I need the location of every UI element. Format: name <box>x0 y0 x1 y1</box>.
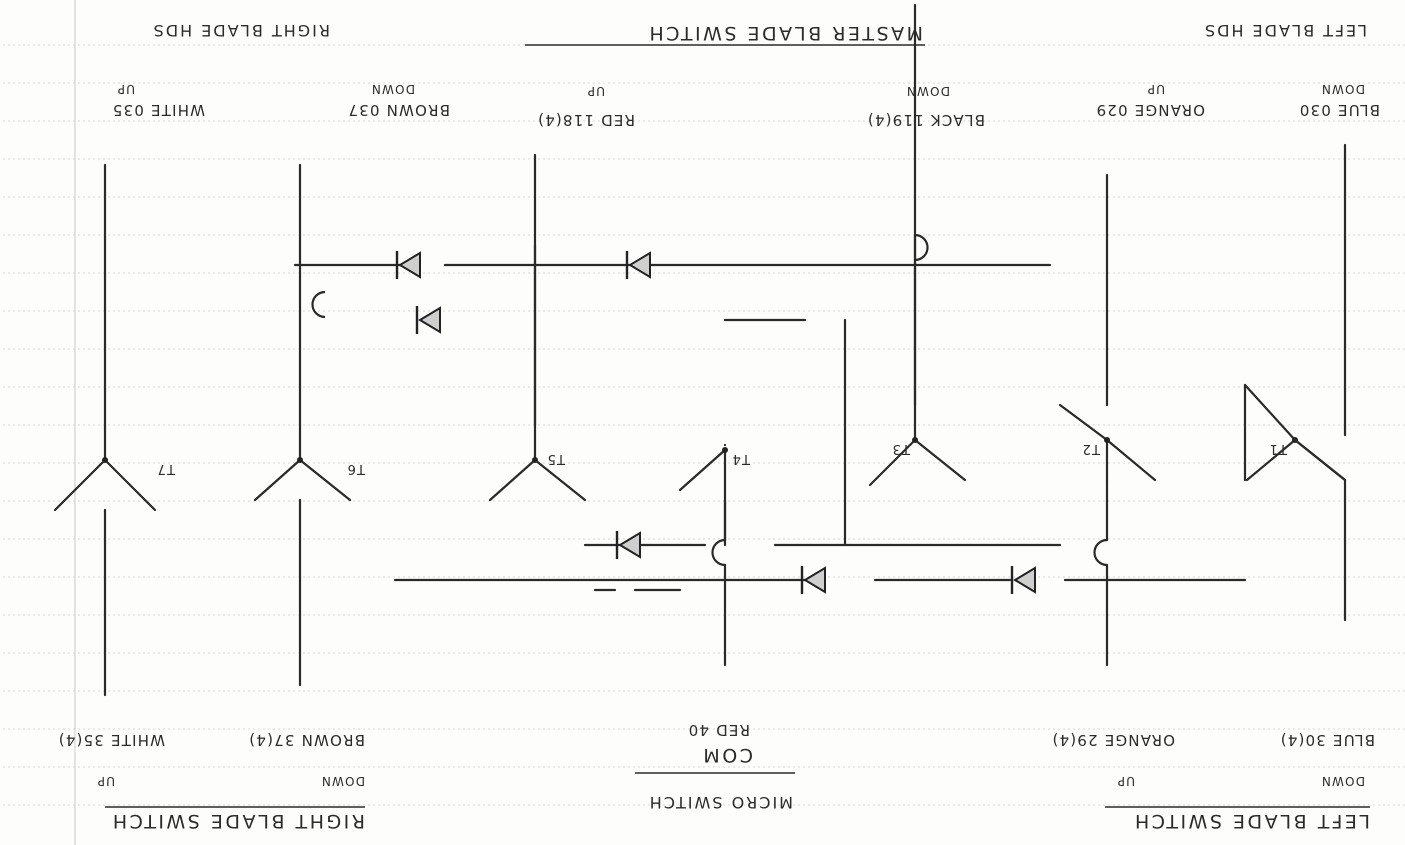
t2-arms <box>1058 403 1157 482</box>
diode-3 <box>615 531 641 559</box>
diode-2 <box>800 566 826 594</box>
wire-t1-blue <box>1293 438 1347 482</box>
bottom-up-1: UP <box>1147 82 1165 96</box>
micro-switch-title: MICRO SWITCH <box>648 793 793 812</box>
micro-switch-header: MICRO SWITCH COM RED 40 <box>635 721 795 812</box>
t1-arms <box>1243 383 1347 482</box>
left-down-label: DOWN <box>1321 774 1365 788</box>
right-down-label: DOWN <box>321 774 365 788</box>
diode-1 <box>1010 566 1036 594</box>
right-blade-switch-title: RIGHT BLADE SWITCH <box>110 810 365 832</box>
right-blade-switch-header: RIGHT BLADE SWITCH DOWN UP BROWN 37(4) W… <box>58 731 365 832</box>
left-blade-hds-title: LEFT BLADE HDS <box>1203 21 1367 40</box>
t5-arms <box>488 243 587 502</box>
terminal-t3: T3 <box>891 441 911 456</box>
bottom-up-3: UP <box>117 82 135 96</box>
left-blade-switch-title: LEFT BLADE SWITCH <box>1132 810 1370 832</box>
t4-arms <box>678 448 727 547</box>
terminal-labels: T1 T2 T3 T4 T5 T6 T7 <box>156 441 1288 476</box>
hop-3 <box>914 233 929 262</box>
t6-arms <box>253 383 352 502</box>
left-blade-switch-header: LEFT BLADE SWITCH DOWN UP BLUE 30(4) ORA… <box>1051 731 1375 832</box>
right-blade-hds-title: RIGHT BLADE HDS <box>152 21 330 40</box>
diode-6 <box>395 251 421 279</box>
terminal-t7: T7 <box>156 461 176 476</box>
hop-2 <box>711 538 726 567</box>
wire-brown-label: BROWN 037 <box>347 101 450 119</box>
terminal-t2: T2 <box>1081 441 1101 456</box>
t7-arms <box>53 343 157 512</box>
circuit <box>53 3 1347 697</box>
wire-blue-label: BLUE 030 <box>1299 101 1380 119</box>
left-wire-blue-label: BLUE 30(4) <box>1280 731 1375 749</box>
bottom-up-2: UP <box>587 84 605 98</box>
bottom-wire-labels: BLUE 030 ORANGE 029 BLACK 119(4) RED 118… <box>112 21 1380 129</box>
wire-white-label: WHITE 035 <box>112 101 205 119</box>
wire-red-label: RED 118(4) <box>537 111 635 129</box>
hop-1 <box>1093 538 1108 567</box>
left-wire-orange-label: ORANGE 29(4) <box>1051 731 1175 749</box>
micro-com-label: COM <box>701 744 753 766</box>
diode-4 <box>415 306 441 334</box>
micro-wire-red-label: RED 40 <box>687 721 750 739</box>
right-up-label: UP <box>97 774 115 788</box>
master-blade-switch-title: MASTER BLADE SWITCH <box>647 22 923 44</box>
right-wire-white-label: WHITE 35(4) <box>58 731 165 749</box>
wire-black-label: BLACK 119(4) <box>867 111 985 129</box>
bottom-down-2: DOWN <box>906 84 950 98</box>
diode-5 <box>625 251 651 279</box>
bottom-down-3: DOWN <box>371 82 415 96</box>
left-up-label: UP <box>1117 774 1135 788</box>
right-wire-brown-label: BROWN 37(4) <box>248 731 365 749</box>
wire-h-525 <box>723 318 847 547</box>
terminal-t1: T1 <box>1268 441 1288 456</box>
wire-orange-label: ORANGE 029 <box>1095 101 1205 119</box>
terminal-t5: T5 <box>546 451 566 466</box>
terminal-t4: T4 <box>731 451 751 466</box>
hop-4 <box>311 290 326 319</box>
bottom-down-1: DOWN <box>1321 82 1365 96</box>
terminal-t6: T6 <box>346 461 366 476</box>
